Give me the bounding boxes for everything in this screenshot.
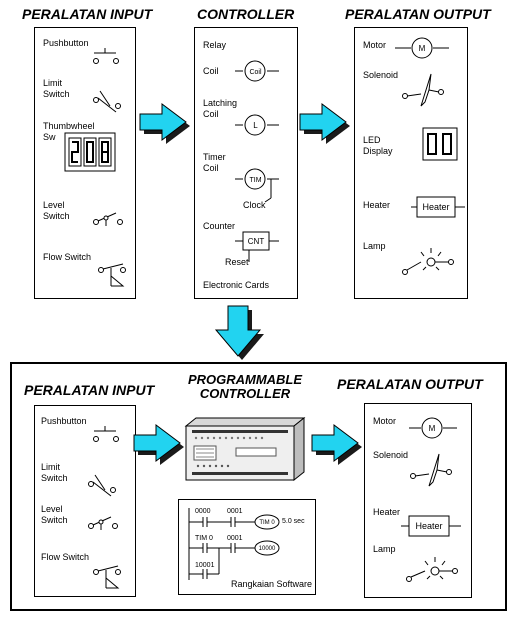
heater-symbol-text: Heater: [422, 202, 450, 212]
top-controller-title: CONTROLLER: [197, 6, 295, 22]
flow-switch-label: Flow Switch: [43, 252, 92, 262]
bottom-heater-label: Heater: [373, 507, 401, 517]
timer-label-1: Timer: [203, 152, 226, 162]
bottom-level-switch-label-2: Switch: [41, 515, 68, 525]
coil-label: Coil: [203, 66, 219, 76]
level-switch-label-1: Level: [43, 200, 65, 210]
lamp-symbol: [402, 248, 454, 275]
timer-label-2: Coil: [203, 163, 219, 173]
plc-title-1: PROGRAMMABLE: [187, 372, 303, 387]
level-switch-label-2: Switch: [43, 211, 70, 221]
led-label-2: Display: [363, 146, 393, 156]
arrow-right-icon: [133, 424, 184, 465]
solenoid-symbol: [402, 73, 444, 107]
latching-symbol-text: L: [253, 121, 258, 130]
bottom-flow-switch-label: Flow Switch: [41, 552, 90, 562]
latching-coil-symbol: [235, 114, 279, 136]
coil-symbol: [235, 60, 279, 82]
bottom-solenoid-label: Solenoid: [373, 450, 409, 460]
coil-symbol-text: Coil: [249, 69, 262, 76]
flow-switch-symbol: [98, 263, 126, 287]
bottom-lamp-symbol: [406, 557, 458, 582]
counter-label: Counter: [203, 221, 236, 231]
lamp-label: Lamp: [363, 241, 386, 251]
reset-label: Reset: [225, 257, 249, 267]
timer-coil-symbol: [235, 168, 279, 203]
bottom-limit-switch-label-1: Limit: [41, 462, 61, 472]
ladder-coil-out: 10000: [258, 546, 276, 552]
ladder-time-value: 5.0 sec: [282, 518, 305, 525]
bottom-input-title: PERALATAN INPUT: [24, 382, 155, 398]
top-input-title: PERALATAN INPUT: [22, 6, 153, 22]
clock-label: Clock: [243, 200, 266, 210]
bottom-heater-symbol-text: Heater: [415, 521, 443, 531]
ladder-diagram: [188, 508, 280, 580]
relay-label: Relay: [203, 40, 227, 50]
motor-label: Motor: [363, 40, 387, 50]
bottom-motor-symbol: [409, 417, 457, 439]
bottom-limit-switch-symbol: [88, 474, 116, 497]
bottom-lamp-label: Lamp: [373, 544, 396, 554]
ladder-contact-d: 0001: [227, 535, 243, 542]
bottom-level-switch-symbol: [88, 516, 118, 530]
arrow-right-icon: [139, 103, 190, 144]
limit-switch-label-2: Switch: [43, 89, 70, 99]
bottom-flow-switch-symbol: [93, 565, 121, 589]
ladder-software-panel: 0000 0001 TIM 0 5.0 sec TIM 0 0001 10000…: [178, 499, 316, 595]
bottom-pushbutton-label: Pushbutton: [41, 416, 87, 426]
timer-symbol-text: TIM: [249, 177, 262, 184]
led-label-1: LED: [363, 135, 381, 145]
limit-switch-symbol: [93, 90, 121, 113]
plc-title-2: CONTROLLER: [199, 386, 291, 401]
bottom-output-panel: Motor M Solenoid Heater Heater Lamp: [364, 403, 472, 598]
ladder-contact-e: 10001: [195, 562, 215, 569]
thumbwheel-label-2: Sw: [43, 132, 56, 142]
arrow-right-icon: [299, 103, 350, 144]
thumbwheel-symbol: [64, 132, 116, 172]
bottom-pushbutton-symbol: [93, 426, 119, 442]
ladder-contact-a: 0000: [195, 508, 211, 515]
limit-switch-label-1: Limit: [43, 78, 63, 88]
bottom-motor-symbol-text: M: [428, 424, 436, 433]
pushbutton-symbol: [93, 48, 119, 64]
ladder-contact-b: 0001: [227, 508, 243, 515]
bottom-heater-symbol: [401, 515, 461, 537]
thumbwheel-label-1: Thumbwheel: [43, 121, 95, 131]
latching-label-2: Coil: [203, 109, 219, 119]
bottom-motor-label: Motor: [373, 416, 397, 426]
counter-symbol-text: CNT: [247, 237, 265, 246]
pushbutton-label: Pushbutton: [43, 38, 89, 48]
arrow-right-icon: [311, 424, 362, 465]
motor-symbol: [395, 37, 449, 59]
ladder-caption: Rangkaian Software: [231, 579, 313, 589]
motor-symbol-text: M: [418, 44, 426, 53]
ladder-contact-c: TIM 0: [195, 535, 213, 542]
electronic-cards-label: Electronic Cards: [203, 280, 270, 290]
level-switch-symbol: [93, 212, 123, 226]
top-input-panel: Pushbutton Limit Switch Thumbwheel Sw Le…: [34, 27, 136, 299]
bottom-solenoid-symbol: [410, 453, 452, 487]
arrow-down-icon: [214, 305, 264, 360]
top-output-title: PERALATAN OUTPUT: [345, 6, 491, 22]
top-controller-panel: Relay Coil Coil Latching Coil L Timer Co…: [194, 27, 298, 299]
heater-symbol: [411, 196, 465, 218]
latching-label-1: Latching: [203, 98, 238, 108]
led-display-symbol: [422, 127, 458, 161]
heater-label: Heater: [363, 200, 391, 210]
solenoid-label: Solenoid: [363, 70, 399, 80]
top-output-panel: Motor M Solenoid LED Display Heater Heat…: [354, 27, 468, 299]
bottom-limit-switch-label-2: Switch: [41, 473, 68, 483]
bottom-level-switch-label-1: Level: [41, 504, 63, 514]
ladder-coil-tim: TIM 0: [259, 520, 275, 526]
bottom-output-title: PERALATAN OUTPUT: [337, 376, 483, 392]
bottom-input-panel: Pushbutton Limit Switch Level Switch Flo…: [34, 405, 136, 597]
counter-symbol: [235, 231, 279, 262]
plc-unit-image: [184, 416, 306, 482]
